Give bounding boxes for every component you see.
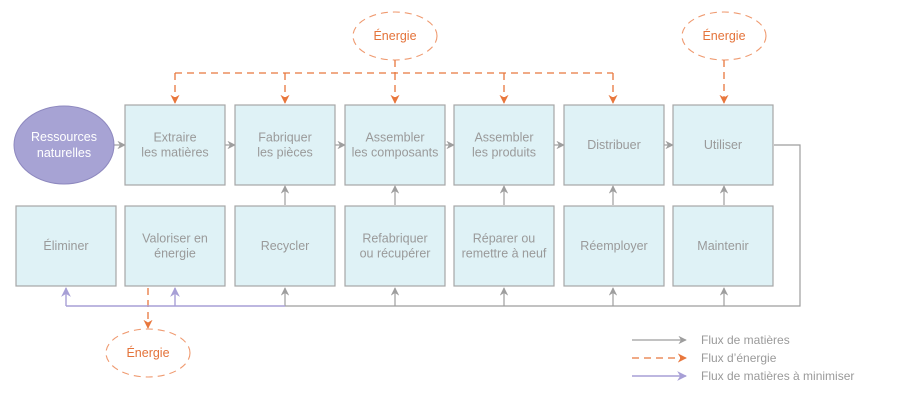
box-shape: [453, 205, 555, 287]
process-box-maintenir: Maintenir: [672, 205, 774, 287]
box-label-line: les composants: [352, 146, 439, 160]
process-box-utiliser: Utiliser: [672, 104, 774, 186]
energy-label: Énergie: [702, 28, 745, 43]
legend-label: Flux de matières: [701, 333, 790, 347]
process-box-reemployer: Réemployer: [563, 205, 665, 287]
box-label-line: Assembler: [474, 131, 533, 145]
box-label-line: Utiliser: [704, 138, 742, 152]
legend-item-energy-flow: Flux d’énergie: [632, 351, 777, 365]
box-shape: [15, 205, 117, 287]
box-label-line: ou récupérer: [360, 247, 431, 261]
resource-label-line-1: Ressources: [31, 130, 97, 144]
process-box-distribuer: Distribuer: [563, 104, 665, 186]
process-box-recycler: Recycler: [234, 205, 336, 287]
box-shape: [124, 104, 226, 186]
box-shape: [344, 104, 446, 186]
box-shape: [672, 104, 774, 186]
box-label-line: Réparer ou: [473, 232, 536, 246]
box-shape: [563, 205, 665, 287]
box-label-line: les produits: [472, 146, 536, 160]
box-label-line: Éliminer: [43, 238, 88, 253]
legend-item-material-flow: Flux de matières: [632, 333, 790, 347]
box-label-line: Valoriser en: [142, 232, 208, 246]
energy-label: Énergie: [373, 28, 416, 43]
box-label-line: les matières: [141, 146, 208, 160]
return-flow: [61, 144, 801, 307]
box-label-line: Recycler: [261, 239, 310, 253]
energy-flows: [143, 60, 729, 329]
box-shape: [234, 104, 336, 186]
legend: Flux de matières Flux d’énergie Flux de …: [632, 333, 854, 383]
resource-node-natural-resources: Ressources naturelles: [13, 105, 115, 185]
box-label-line: Fabriquer: [258, 131, 312, 145]
box-label-line: énergie: [154, 247, 196, 261]
legend-item-minimize-flow: Flux de matières à minimiser: [632, 369, 854, 383]
resource-label-line-2: naturelles: [37, 146, 91, 160]
box-shape: [344, 205, 446, 287]
box-label-line: Maintenir: [697, 239, 748, 253]
box-label-line: Assembler: [365, 131, 424, 145]
box-shape: [563, 104, 665, 186]
box-label-line: remettre à neuf: [462, 247, 547, 261]
energy-node-production: Énergie: [352, 11, 438, 61]
legend-label: Flux de matières à minimiser: [701, 369, 854, 383]
legend-label: Flux d’énergie: [701, 351, 777, 365]
box-label-line: Réemployer: [580, 239, 647, 253]
energy-label: Énergie: [126, 345, 169, 360]
box-label-line: les pièces: [257, 146, 313, 160]
energy-node-recovery: Énergie: [105, 328, 191, 378]
material-flows-loops: [280, 185, 729, 205]
box-shape: [453, 104, 555, 186]
box-shape: [124, 205, 226, 287]
process-box-eliminer: Éliminer: [15, 205, 117, 287]
energy-distribution-line: [175, 60, 613, 74]
box-shape: [234, 205, 336, 287]
energy-node-use: Énergie: [681, 11, 767, 61]
box-label-line: Distribuer: [587, 138, 641, 152]
box-label-line: Refabriquer: [362, 232, 427, 246]
box-shape: [672, 205, 774, 287]
box-label-line: Extraire: [153, 131, 196, 145]
